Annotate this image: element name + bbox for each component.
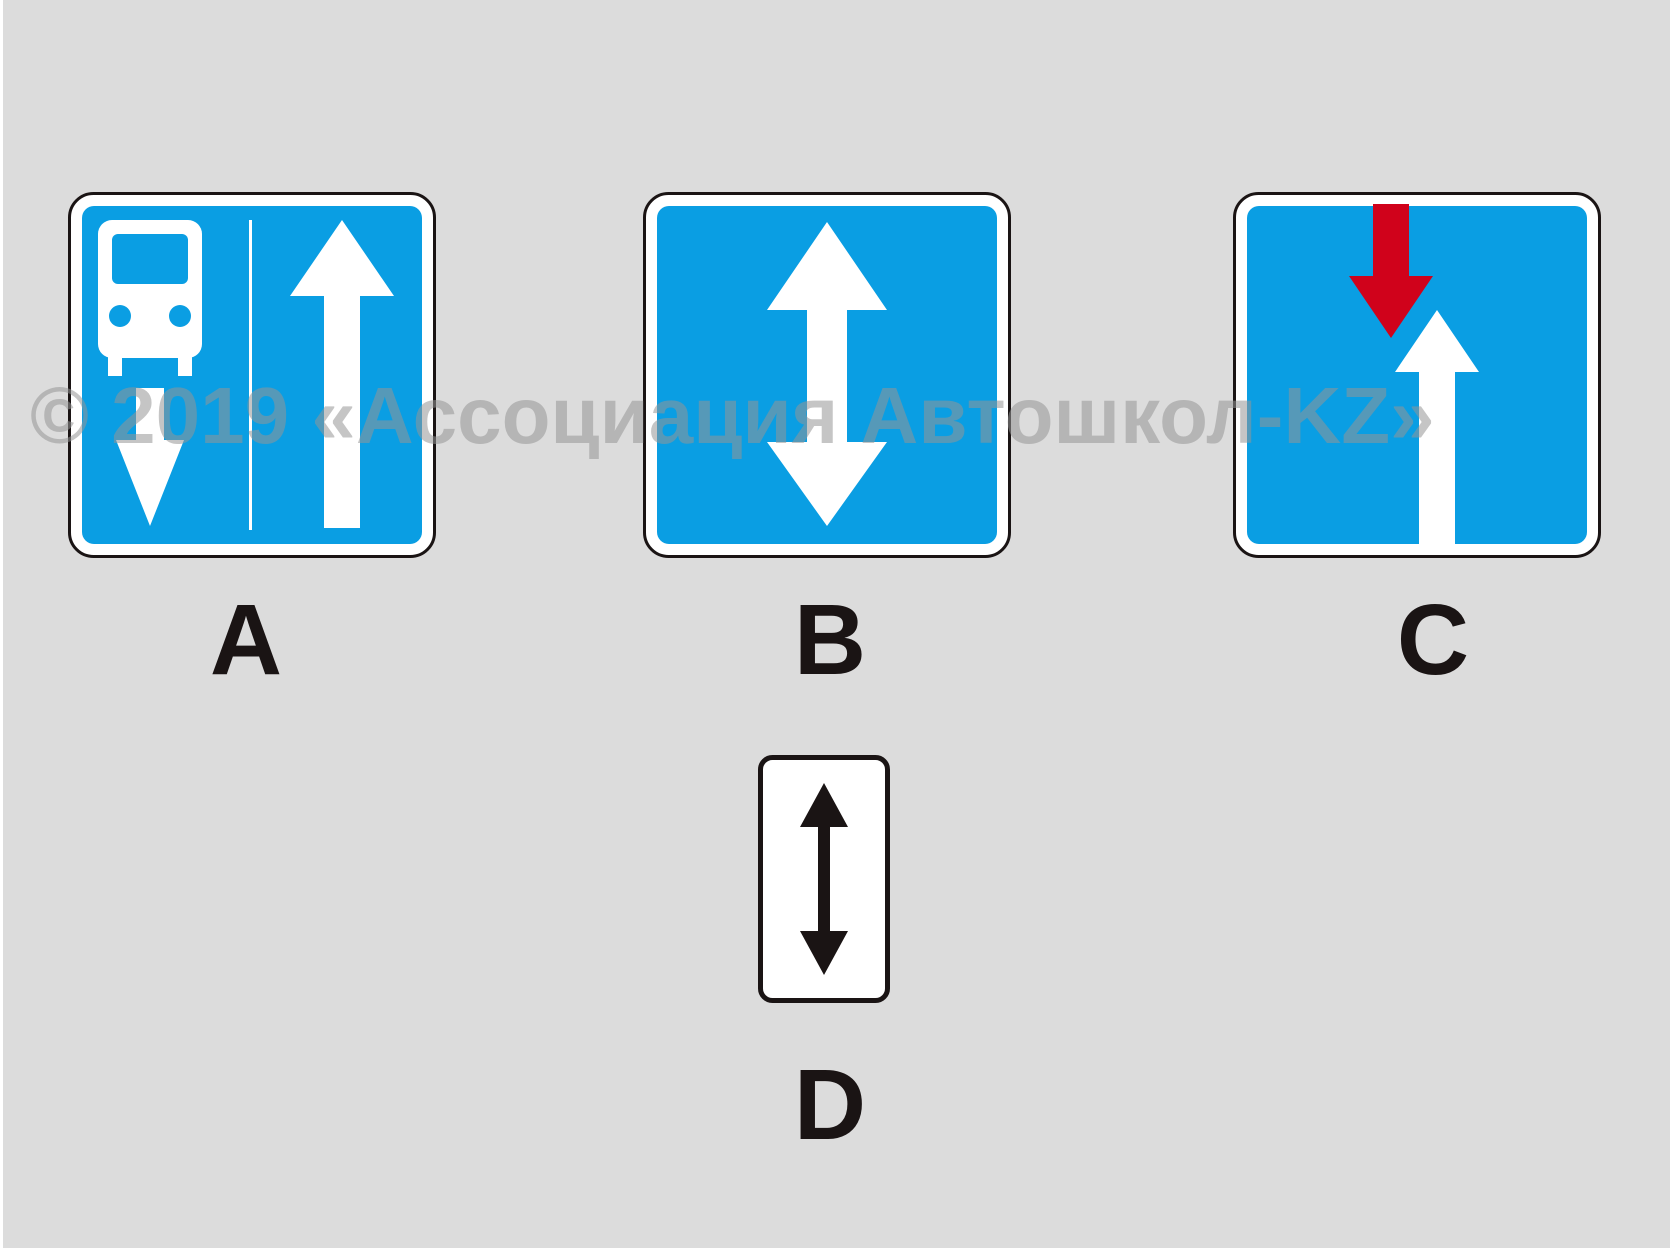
bus-lane-sign[interactable] [68,192,436,558]
priority-over-oncoming-sign[interactable] [1233,192,1601,558]
white-up-arrow-icon [1395,310,1479,544]
option-label-c: C [1396,584,1470,696]
double-arrow-icon [767,222,887,526]
down-arrow-icon [116,388,184,526]
option-label-b: B [793,584,867,696]
bus-icon [98,220,202,376]
up-arrow-icon [290,220,394,528]
two-way-road-sign[interactable] [643,192,1011,558]
option-label-a: A [209,584,283,696]
option-label-d: D [793,1049,867,1161]
two-way-arrow-plate[interactable] [758,755,890,1003]
red-down-arrow-icon [1349,204,1433,338]
vertical-double-arrow-icon [800,783,848,975]
